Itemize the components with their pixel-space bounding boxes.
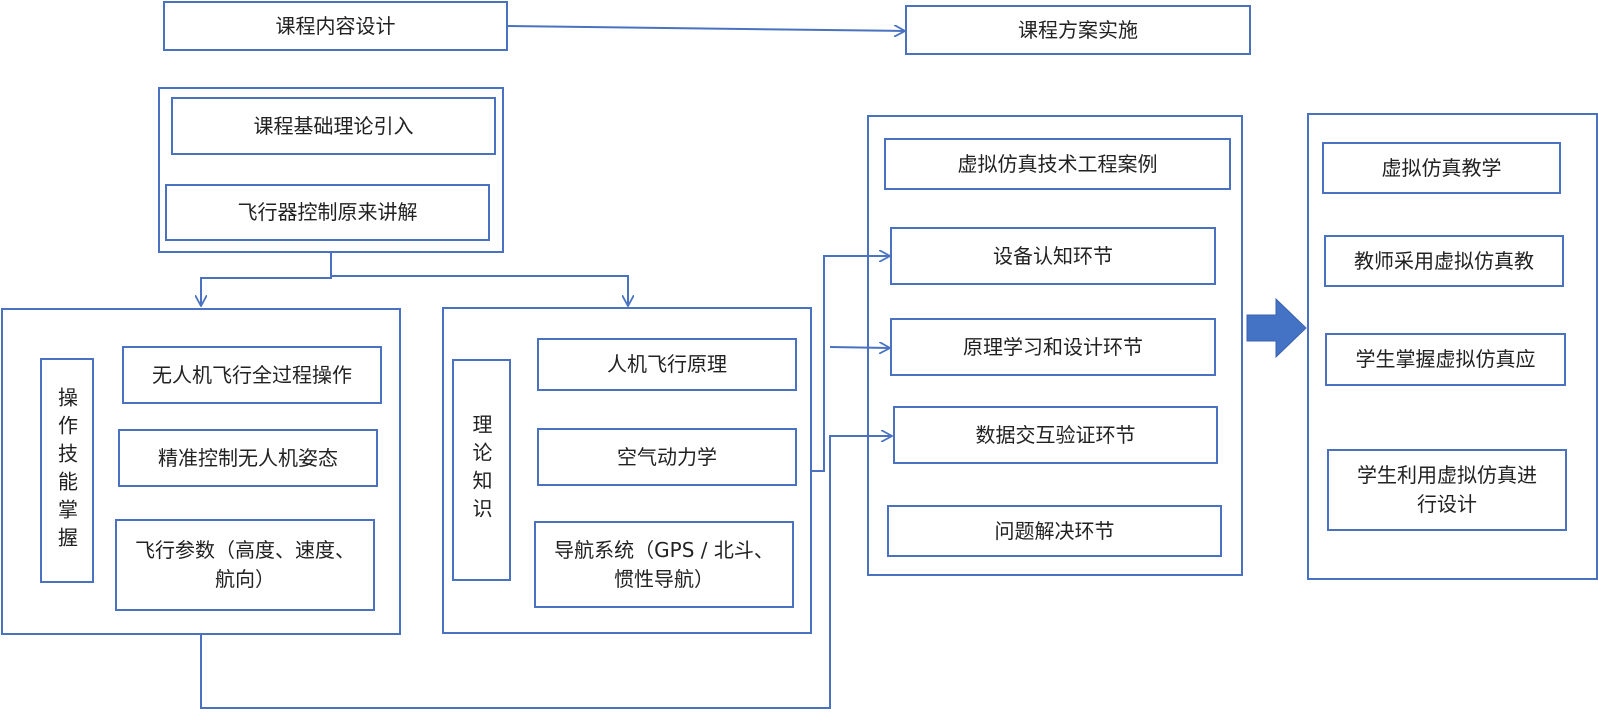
block-arrow-right xyxy=(1246,297,1307,359)
cases-group xyxy=(867,115,1243,576)
intro-to-theory-connector xyxy=(331,275,628,306)
stage-principle-box: 原理学习和设计环节 xyxy=(890,318,1216,376)
theory-group xyxy=(442,307,812,634)
teaching-title-box: 虚拟仿真教学 xyxy=(1322,142,1561,194)
intro-control-box: 飞行器控制原来讲解 xyxy=(165,184,490,241)
skill-item-3: 飞行参数（高度、速度、航向） xyxy=(115,519,375,611)
intro-to-branches-connector xyxy=(201,252,332,306)
skill-item-2: 精准控制无人机姿态 xyxy=(118,429,378,487)
student-design-box: 学生利用虚拟仿真进行设计 xyxy=(1327,449,1567,531)
teaching-group xyxy=(1307,113,1598,580)
course-implement-box: 课程方案实施 xyxy=(905,5,1251,55)
theory-side-label: 理论知识 xyxy=(452,359,511,581)
teacher-sim-box: 教师采用虚拟仿真教 xyxy=(1324,235,1564,287)
stage-data-box: 数据交互验证环节 xyxy=(893,406,1218,464)
cases-title-box: 虚拟仿真技术工程案例 xyxy=(884,138,1231,190)
stage-device-box: 设备认知环节 xyxy=(890,227,1216,285)
skills-to-stage3-arrow xyxy=(200,436,892,709)
theory-to-stage1-arrow xyxy=(812,256,890,472)
skills-group xyxy=(1,308,401,635)
theory-item-3: 导航系统（GPS / 北斗、惯性导航） xyxy=(534,521,794,608)
theory-item-1: 人机飞行原理 xyxy=(537,338,797,391)
intro-theory-box: 课程基础理论引入 xyxy=(171,97,496,155)
skills-side-label: 操作技能掌握 xyxy=(40,358,94,583)
to-stage2-arrow xyxy=(829,347,890,348)
theory-item-2: 空气动力学 xyxy=(537,428,797,486)
course-design-box: 课程内容设计 xyxy=(163,1,508,51)
student-master-box: 学生掌握虚拟仿真应 xyxy=(1325,333,1566,386)
skill-item-1: 无人机飞行全过程操作 xyxy=(122,346,382,404)
stage-problem-box: 问题解决环节 xyxy=(887,505,1222,557)
design-to-implement-arrow xyxy=(507,26,905,31)
intro-group xyxy=(158,87,504,253)
